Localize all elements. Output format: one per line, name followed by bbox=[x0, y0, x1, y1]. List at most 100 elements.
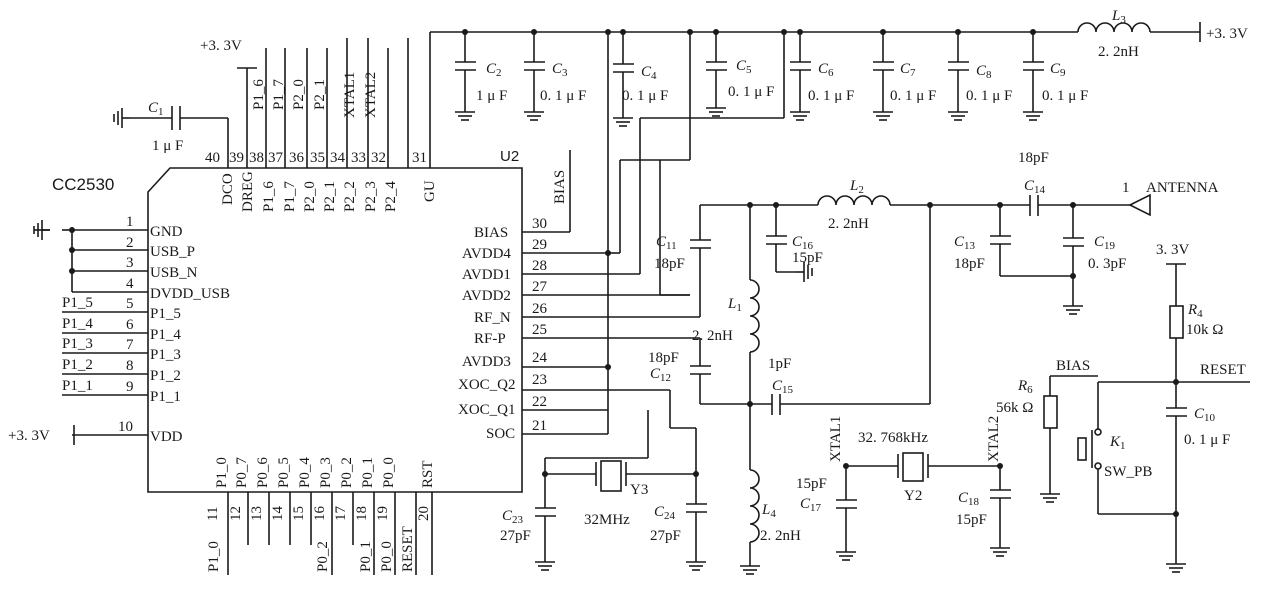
svg-text:C5: C5 bbox=[736, 58, 752, 76]
svg-text:K1: K1 bbox=[1109, 434, 1126, 452]
svg-text:5: 5 bbox=[126, 296, 134, 312]
capacitor-c7: C7 0. 1 μ F bbox=[872, 32, 936, 121]
svg-text:39: 39 bbox=[229, 150, 244, 166]
reset-circuit: 3. 3V R4 10k Ω RESET C10 0. 1 μ F K1 SW_… bbox=[1077, 242, 1250, 573]
crystal-y2-freq: 32. 768kHz bbox=[858, 430, 928, 446]
svg-text:AVDD4: AVDD4 bbox=[462, 246, 511, 262]
svg-text:18pF: 18pF bbox=[654, 256, 685, 272]
svg-text:P2_4: P2_4 bbox=[383, 181, 399, 212]
svg-text:P1_3: P1_3 bbox=[150, 347, 181, 363]
svg-text:1 μ F: 1 μ F bbox=[476, 88, 507, 104]
svg-text:14: 14 bbox=[270, 506, 286, 522]
svg-text:24: 24 bbox=[532, 350, 548, 366]
svg-text:AVDD3: AVDD3 bbox=[462, 354, 511, 370]
crystal-y3-freq: 32MHz bbox=[584, 512, 630, 528]
svg-text:34: 34 bbox=[330, 150, 346, 166]
svg-text:C11: C11 bbox=[656, 234, 677, 252]
svg-text:C16: C16 bbox=[792, 234, 814, 252]
svg-text:1 μ F: 1 μ F bbox=[152, 138, 183, 154]
supply-right: +3. 3V bbox=[1206, 26, 1248, 42]
svg-text:P1_5: P1_5 bbox=[62, 295, 93, 311]
capacitor-c3: C3 0. 1 μ F bbox=[523, 32, 586, 121]
svg-text:9: 9 bbox=[126, 379, 134, 395]
capacitor-c1: C1 1 μ F bbox=[113, 100, 228, 154]
svg-text:P0_2: P0_2 bbox=[315, 541, 331, 572]
svg-text:11: 11 bbox=[205, 507, 221, 521]
svg-text:P0_4: P0_4 bbox=[297, 457, 313, 488]
svg-text:17: 17 bbox=[333, 506, 349, 522]
svg-text:P0_1: P0_1 bbox=[358, 541, 374, 572]
svg-text:P1_2: P1_2 bbox=[62, 357, 93, 373]
svg-text:C9: C9 bbox=[1050, 61, 1066, 79]
svg-text:0. 3pF: 0. 3pF bbox=[1088, 256, 1126, 272]
crystal-y3-network: Y3 32MHz C23 27pF C24 27pF bbox=[500, 389, 707, 571]
svg-text:0. 1 μ F: 0. 1 μ F bbox=[1042, 88, 1088, 104]
svg-text:30: 30 bbox=[532, 216, 547, 232]
svg-text:C6: C6 bbox=[818, 61, 834, 79]
chip-name: CC2530 bbox=[52, 175, 114, 194]
svg-text:P1_7: P1_7 bbox=[282, 181, 298, 212]
svg-text:35: 35 bbox=[310, 150, 325, 166]
svg-text:XTAL1: XTAL1 bbox=[342, 72, 358, 118]
svg-text:USB_P: USB_P bbox=[150, 244, 195, 260]
svg-text:DVDD_USB: DVDD_USB bbox=[150, 286, 230, 302]
svg-text:0. 1 μ F: 0. 1 μ F bbox=[540, 88, 586, 104]
svg-text:GND: GND bbox=[150, 224, 183, 240]
capacitor-c5: C5 0. 1 μ F bbox=[705, 32, 774, 117]
svg-text:L4: L4 bbox=[761, 502, 776, 520]
svg-text:P0_7: P0_7 bbox=[234, 457, 250, 488]
svg-text:P1_4: P1_4 bbox=[150, 327, 181, 343]
svg-text:0. 1 μ F: 0. 1 μ F bbox=[622, 88, 668, 104]
svg-text:P2_0: P2_0 bbox=[291, 79, 307, 110]
svg-text:P0_3: P0_3 bbox=[318, 457, 334, 488]
svg-text:P0_5: P0_5 bbox=[276, 457, 292, 488]
crystal-y3-ref: Y3 bbox=[630, 482, 648, 498]
svg-text:RF-P: RF-P bbox=[474, 331, 506, 347]
svg-text:32: 32 bbox=[371, 150, 386, 166]
svg-text:P1_0: P1_0 bbox=[206, 541, 222, 572]
supply-top: +3. 3V bbox=[200, 38, 242, 54]
svg-text:2: 2 bbox=[126, 235, 134, 251]
svg-text:19: 19 bbox=[375, 506, 391, 521]
svg-text:25: 25 bbox=[532, 322, 547, 338]
crystal-y2-network: XTAL1 XTAL2 32. 768kHz Y2 15pF C17 C18 1… bbox=[796, 416, 1011, 561]
svg-text:27pF: 27pF bbox=[500, 528, 531, 544]
right-pins bbox=[522, 150, 700, 435]
svg-text:BIAS: BIAS bbox=[474, 225, 508, 241]
svg-text:4: 4 bbox=[126, 276, 134, 292]
svg-text:P1_7: P1_7 bbox=[271, 79, 287, 110]
svg-text:18pF: 18pF bbox=[954, 256, 985, 272]
supply-rail-top: +3. 3V L3 2. 2nH bbox=[430, 8, 1248, 434]
svg-text:C14: C14 bbox=[1024, 178, 1046, 196]
svg-text:C12: C12 bbox=[650, 366, 671, 384]
svg-text:36: 36 bbox=[289, 150, 305, 166]
svg-text:13: 13 bbox=[249, 506, 265, 521]
svg-text:SW_PB: SW_PB bbox=[1104, 464, 1152, 480]
svg-text:SOC: SOC bbox=[486, 426, 515, 442]
bottom-pins bbox=[227, 492, 433, 575]
svg-text:AVDD2: AVDD2 bbox=[462, 288, 511, 304]
svg-text:6: 6 bbox=[126, 317, 134, 333]
svg-text:P0_2: P0_2 bbox=[339, 457, 355, 488]
right-pin-labels: BIAS 30 AVDD4 29 AVDD1 28 AVDD2 27 RF_N … bbox=[458, 170, 568, 442]
svg-text:P1_1: P1_1 bbox=[150, 389, 181, 405]
svg-text:RESET: RESET bbox=[400, 526, 416, 572]
svg-text:P2_3: P2_3 bbox=[363, 181, 379, 212]
chip-ref: U2 bbox=[500, 148, 519, 165]
svg-text:0. 1 μ F: 0. 1 μ F bbox=[890, 88, 936, 104]
svg-text:C23: C23 bbox=[502, 508, 524, 526]
net-label-xtal1: XTAL1 bbox=[828, 416, 844, 462]
svg-text:2. 2nH: 2. 2nH bbox=[828, 216, 869, 232]
svg-text:29: 29 bbox=[532, 237, 547, 253]
antenna-pin: 1 bbox=[1122, 180, 1130, 196]
svg-text:L1: L1 bbox=[727, 296, 742, 314]
svg-text:C15: C15 bbox=[772, 378, 794, 396]
svg-text:27: 27 bbox=[532, 279, 548, 295]
svg-text:0. 1 μ F: 0. 1 μ F bbox=[1184, 432, 1230, 448]
svg-text:3: 3 bbox=[126, 255, 134, 271]
svg-text:P1_6: P1_6 bbox=[251, 79, 267, 110]
svg-text:C17: C17 bbox=[800, 496, 822, 514]
svg-text:RF_N: RF_N bbox=[474, 310, 511, 326]
svg-text:P0_6: P0_6 bbox=[255, 457, 271, 488]
